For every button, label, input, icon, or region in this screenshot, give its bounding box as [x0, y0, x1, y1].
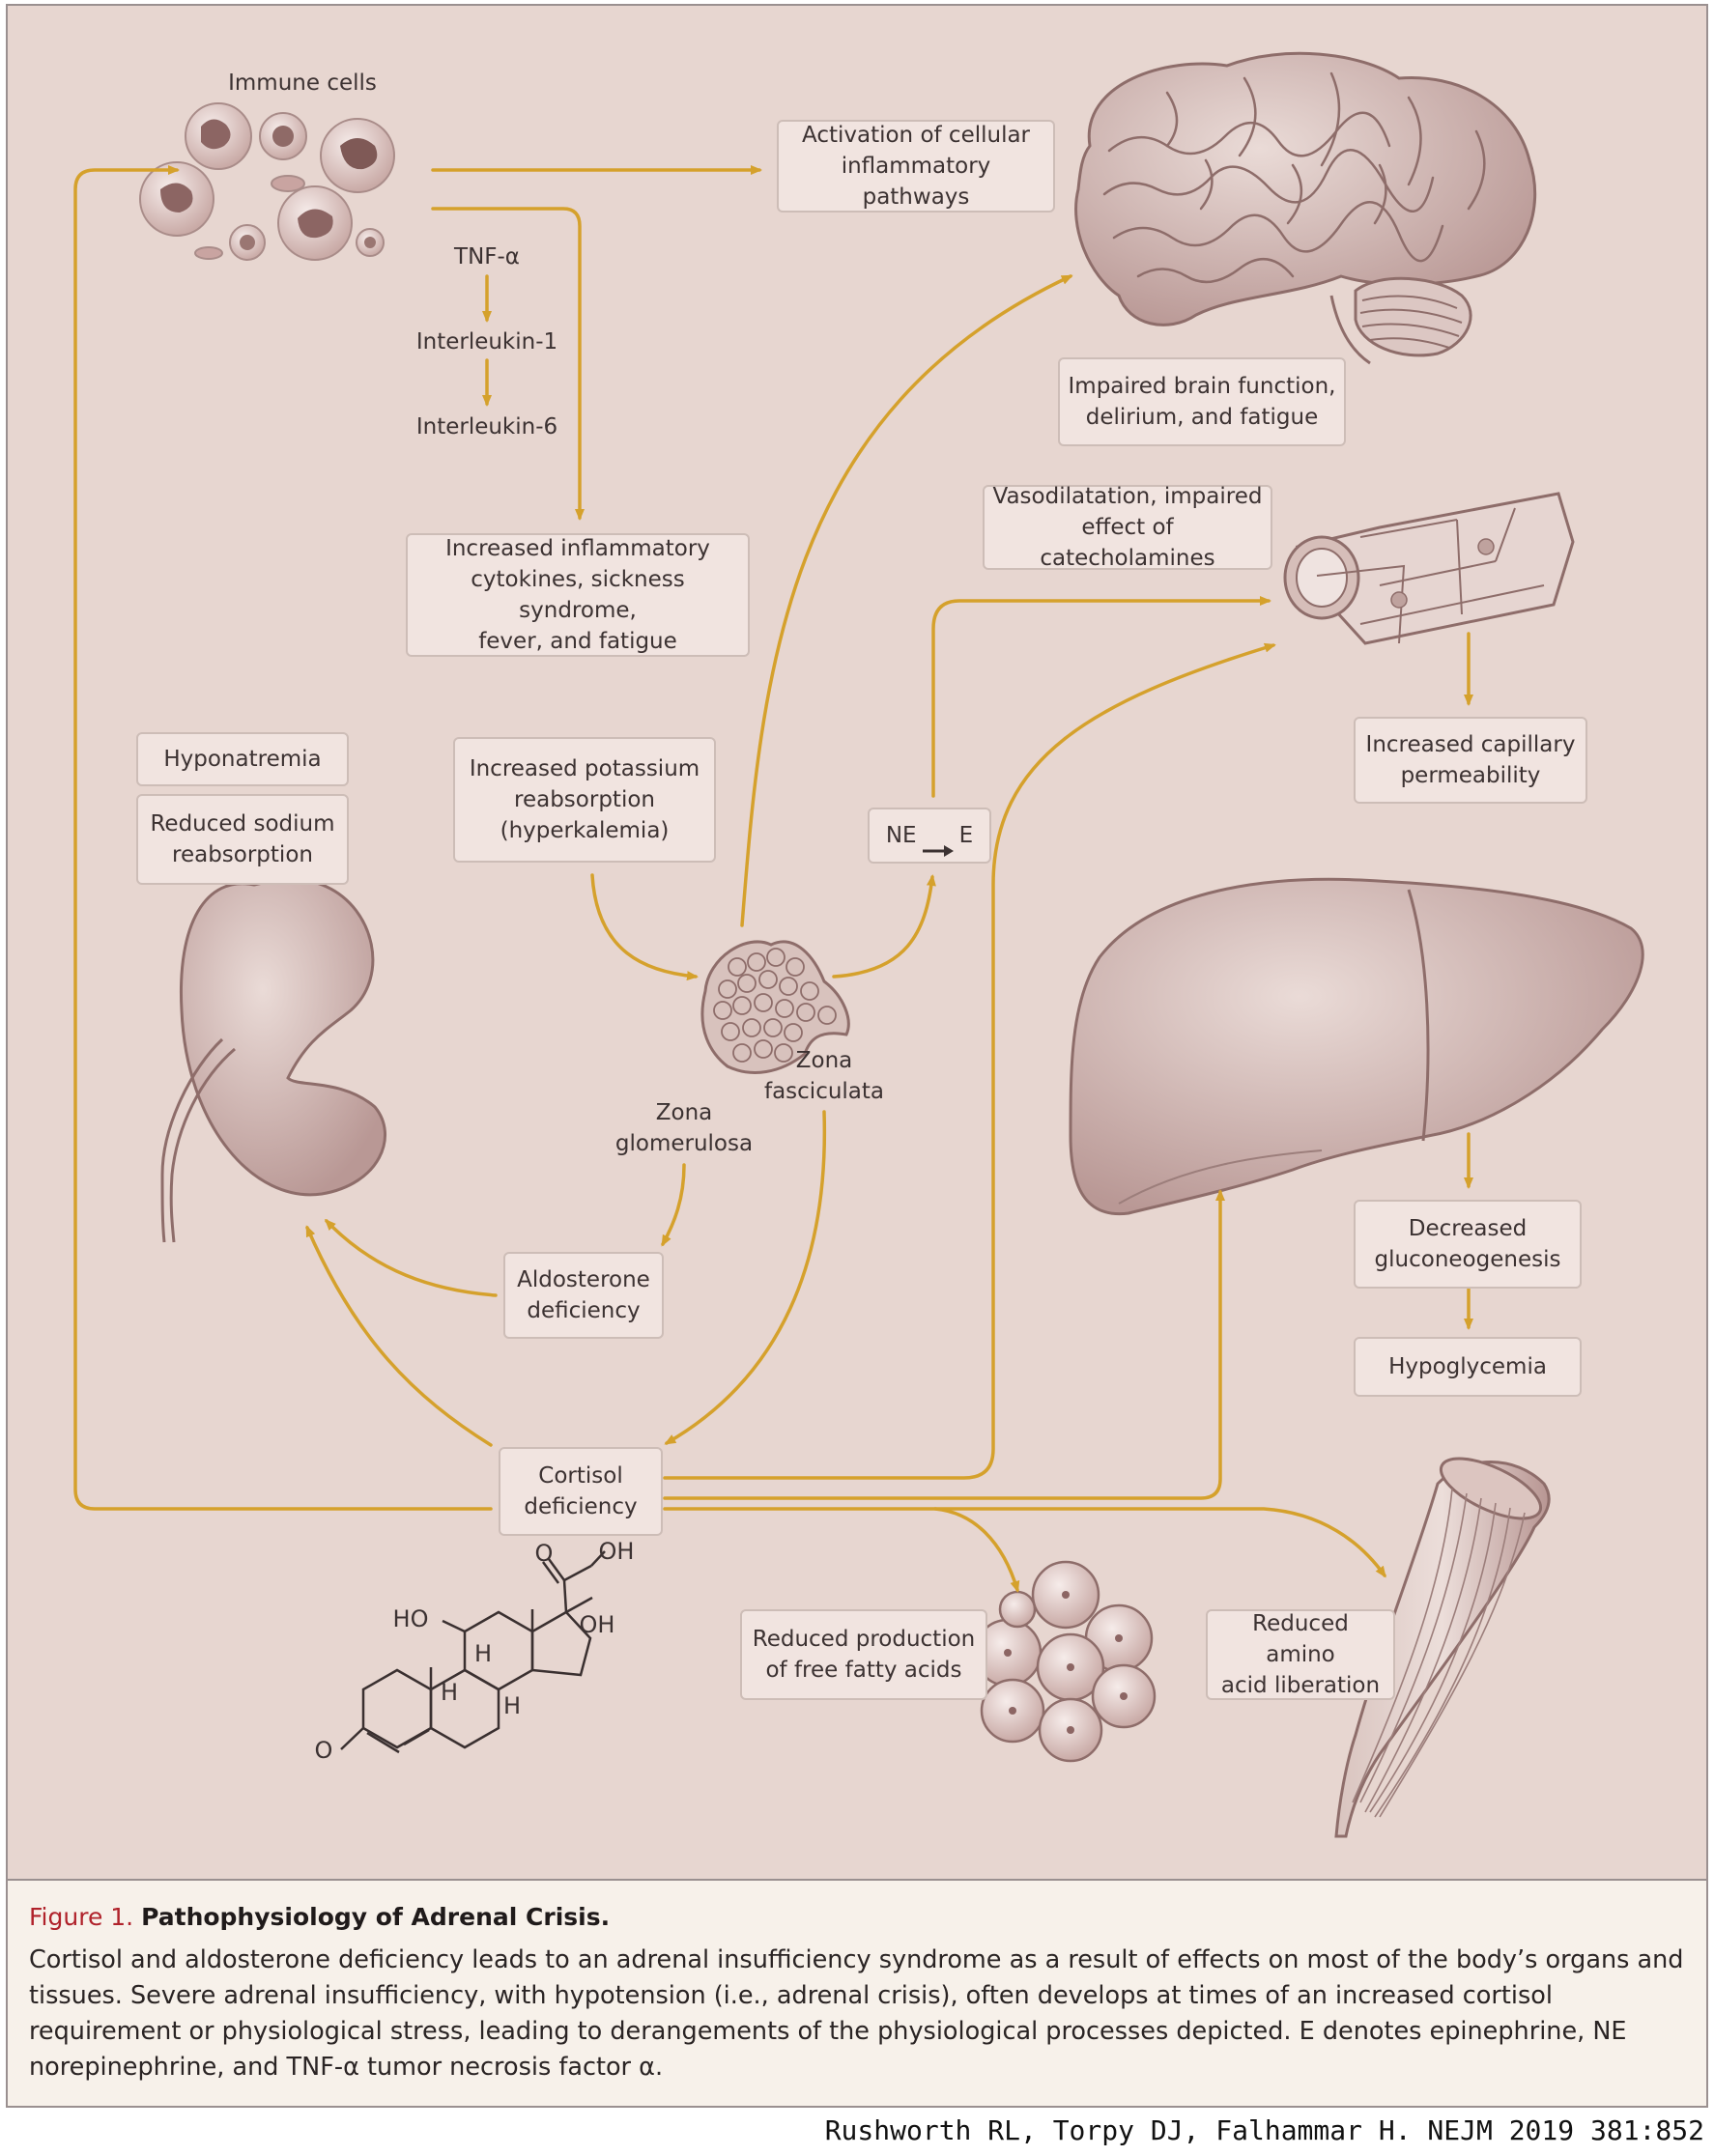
adrenal-gland-icon [700, 940, 850, 1074]
arrow-cortisol-to-muscle [933, 1507, 1386, 1578]
arrow-cortisol-to-liver [663, 1189, 1225, 1500]
molecule-h-2: H [440, 1679, 459, 1706]
diagram-svg [139, 51, 1644, 1838]
arrow-fasciculata-to-cortisol [664, 1110, 827, 1445]
figure-caption: Figure 1. Pathophysiology of Adrenal Cri… [8, 1879, 1706, 2106]
hypoglycemia-box: Hypoglycemia [1354, 1337, 1582, 1397]
arrow-aldosterone-to-kidney [324, 1218, 498, 1297]
arrow-potassium-to-adrenal [590, 873, 699, 981]
zona-fasciculata-label: Zona fasciculata [763, 1048, 885, 1104]
blood-vessel-icon [1283, 492, 1575, 645]
vasodilatation-box: Vasodilatation, impaired effect of catec… [983, 484, 1272, 571]
molecule-o-left: O [314, 1737, 333, 1764]
molecule-o-top: O [534, 1540, 554, 1567]
arrow-adrenal-to-brain [740, 274, 1073, 927]
aldosterone-box: Aldosterone deficiency [503, 1252, 664, 1339]
citation-credit: Rushworth RL, Torpy DJ, Falhammar H. NEJ… [824, 2114, 1704, 2146]
arrow-glomerulosa-to-aldosterone [661, 1163, 686, 1247]
cortisol-molecule-icon [340, 1550, 606, 1754]
kidney-icon [160, 878, 386, 1243]
fatty-acids-box: Reduced production of free fatty acids [740, 1609, 987, 1700]
arrow-nee-to-vessel [931, 596, 1271, 798]
tnf-alpha-label: TNF-α [454, 244, 520, 270]
activation-box: Activation of cellular inflammatory path… [777, 120, 1055, 213]
molecule-oh-right: OH [579, 1611, 615, 1638]
arrow-cortisol-to-immune [73, 165, 493, 1511]
sodium-box: Reduced sodium reabsorption [136, 794, 349, 885]
arrow-cortisol-to-kidney [305, 1225, 493, 1447]
amino-acid-box: Reduced amino acid liberation [1206, 1609, 1395, 1700]
liver-icon [1069, 877, 1644, 1216]
arrow-immune-to-cytokines [431, 207, 585, 521]
interleukin-6-label: Interleukin-6 [415, 414, 558, 440]
gluconeogenesis-box: Decreased gluconeogenesis [1354, 1200, 1582, 1289]
molecule-ho: HO [392, 1605, 429, 1632]
ne-e-box: NE E [868, 808, 991, 864]
arrow-cortisol-to-fat [663, 1507, 1020, 1593]
potassium-box: Increased potassium reabsorption (hyperk… [453, 737, 716, 863]
figure-title: Pathophysiology of Adrenal Crisis. [141, 1903, 611, 1931]
ne-to-e-arrow-icon [921, 805, 956, 866]
brain-icon [1074, 51, 1537, 365]
immune-cells-icon [139, 102, 395, 261]
hyponatremia-box: Hyponatremia [136, 732, 349, 786]
ne-label: NE [885, 823, 917, 848]
interleukin-1-label: Interleukin-1 [415, 329, 558, 355]
immune-cells-label: Immune cells [228, 71, 377, 96]
arrow-adrenal-to-nee [832, 874, 936, 979]
e-label: E [958, 823, 974, 848]
molecule-h-3: H [502, 1692, 522, 1719]
molecule-oh-top: OH [598, 1538, 635, 1565]
molecule-h-1: H [473, 1640, 493, 1667]
arrow-cortisol-to-vessel [663, 642, 1276, 1480]
brain-function-box: Impaired brain function, delirium, and f… [1058, 357, 1346, 446]
zona-glomerulosa-label: Zona glomerulosa [614, 1100, 754, 1156]
capillary-box: Increased capillary permeability [1354, 717, 1587, 804]
caption-body: Cortisol and aldosterone deficiency lead… [29, 1945, 1684, 2082]
caption-title-line: Figure 1. Pathophysiology of Adrenal Cri… [29, 1900, 1685, 1935]
diagram-area: Immune cells TNF-α Interleukin-1 Interle… [8, 6, 1706, 1878]
arrows-svg [73, 165, 1473, 1593]
cytokines-box: Increased inflammatory cytokines, sickne… [406, 533, 750, 657]
figure-label: Figure 1. [29, 1903, 134, 1931]
fat-cells-icon [973, 1560, 1157, 1763]
cortisol-box: Cortisol deficiency [499, 1447, 663, 1536]
